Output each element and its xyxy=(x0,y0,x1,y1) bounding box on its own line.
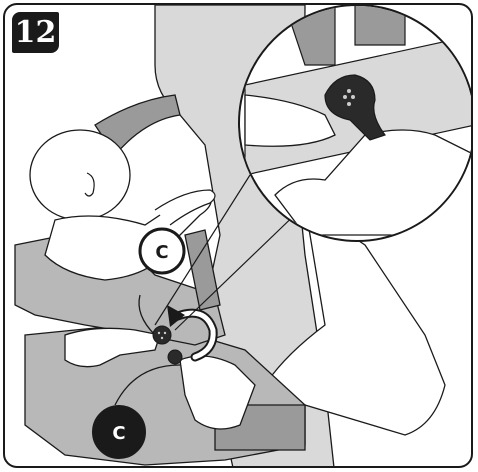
instruction-illustration: C C xyxy=(5,5,473,468)
callout-c-lower-label: C xyxy=(112,423,125,444)
snap-button-lower-icon xyxy=(168,350,182,364)
illustration-frame: C C 12 xyxy=(3,3,473,468)
callout-c-upper-label: C xyxy=(155,242,168,263)
step-number-badge: 12 xyxy=(12,12,59,53)
baby-head xyxy=(30,130,130,220)
snap-button-icon xyxy=(153,326,171,344)
